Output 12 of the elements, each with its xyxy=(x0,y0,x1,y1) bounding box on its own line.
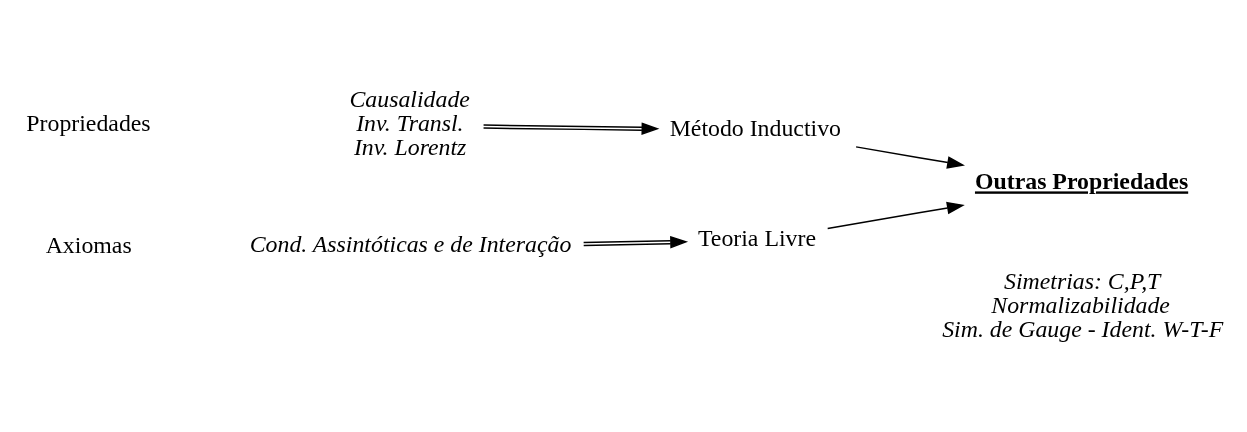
node-text: Causalidade Inv. Transl. Inv. Lorentz xyxy=(349,85,470,160)
node-text: Método Inductivo xyxy=(669,114,841,141)
node-text: Cond. Assintóticas e de Interação xyxy=(249,230,572,257)
node-text: Outras Propriedades xyxy=(974,167,1189,194)
arrow xyxy=(582,235,689,248)
arrow xyxy=(482,121,660,135)
arrow xyxy=(855,145,965,169)
arrow xyxy=(826,201,965,229)
node-text: Propriedades xyxy=(26,109,151,136)
node-text: Simetrias: C,P,T Normalizabilidade Sim. de Gauge - Ident. W-T-F xyxy=(942,267,1224,342)
node-text: Axiomas xyxy=(45,231,132,258)
node-text: Teoria Livre xyxy=(697,224,816,251)
